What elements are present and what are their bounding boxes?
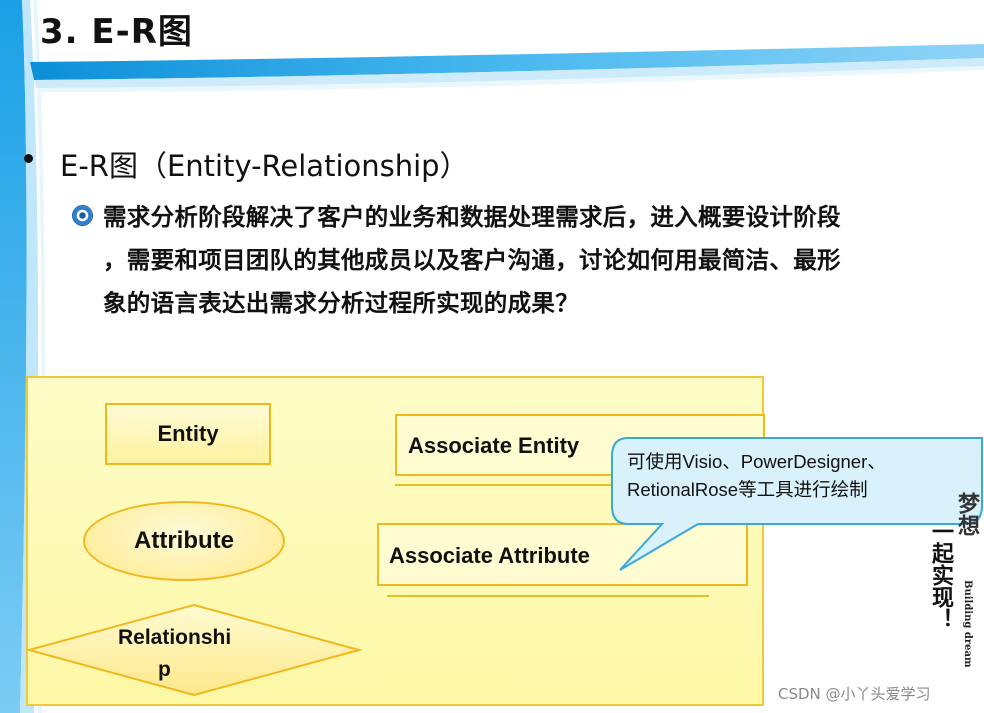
brand-top-text: 梦想 [954, 492, 980, 536]
callout-text: 可使用Visio、PowerDesigner、 RetionalRose等工具进… [627, 448, 967, 504]
relationship-label-line: Relationshi [118, 626, 232, 649]
top-swoosh-light [34, 58, 984, 88]
associate-attribute-underline [387, 595, 709, 597]
left-band-dark [0, 0, 27, 713]
relationship-label-line: p [158, 658, 171, 681]
entity-shape: Entity [105, 403, 271, 465]
callout-line: RetionalRose等工具进行绘制 [627, 479, 868, 500]
bullet-dot [24, 154, 33, 163]
bullet-heading: E-R图（Entity-Relationship） [60, 149, 469, 183]
paragraph: 需求分析阶段解决了客户的业务和数据处理需求后，进入概要设计阶段 ，需要和项目团队… [103, 196, 973, 325]
relationship-shape [26, 603, 362, 697]
brand-calligraphy: 梦想 一起实现！ Building dream together [932, 492, 984, 667]
paragraph-line: 象的语言表达出需求分析过程所实现的成果？ [103, 289, 579, 317]
attribute-shape: Attribute [83, 501, 285, 581]
watermark: CSDN @小丫头爱学习 [778, 685, 931, 703]
top-swoosh-thin [36, 66, 984, 92]
callout-bubble [611, 437, 983, 571]
paragraph-line: 需求分析阶段解决了客户的业务和数据处理需求后，进入概要设计阶段 [103, 203, 841, 231]
brand-sub-text: Building dream together [962, 580, 973, 667]
associate-attribute-shape: Associate Attribute [377, 523, 748, 586]
slide-title: 3. E-R图 [40, 12, 193, 52]
relationship-label: Relationshi p [118, 622, 258, 686]
callout-line: 可使用Visio、PowerDesigner、 [627, 451, 886, 472]
paragraph-line: ，需要和项目团队的其他成员以及客户沟通，讨论如何用最简洁、最形 [103, 246, 841, 274]
associate-entity-underline [395, 484, 633, 486]
sub-bullet-icon [73, 206, 92, 225]
brand-main-text: 一起实现！ [932, 520, 954, 630]
